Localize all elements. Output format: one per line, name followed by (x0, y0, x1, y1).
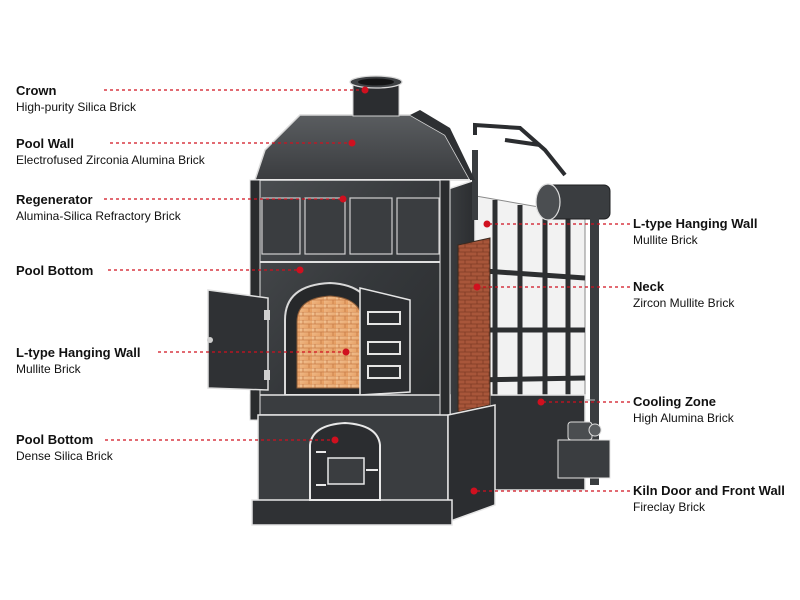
open-door (207, 289, 270, 391)
marker-dot-regenerator (339, 195, 347, 203)
label-kiln-door-front-wall: Kiln Door and Front Wall Fireclay Brick (633, 482, 785, 516)
label-material: Fireclay Brick (633, 500, 706, 514)
label-material: Zircon Mullite Brick (633, 296, 735, 310)
label-title: L-type Hanging Wall (633, 216, 758, 231)
marker-dot-cooling-zone (537, 398, 545, 406)
label-title: Pool Wall (16, 136, 75, 151)
cooling-section (469, 122, 611, 491)
roof (253, 75, 475, 181)
label-pool-bottom-lower: Pool Bottom Dense Silica Brick (16, 431, 113, 465)
label-crown: Crown High-purity Silica Brick (16, 82, 136, 116)
label-material: Dense Silica Brick (16, 449, 113, 463)
label-title: Kiln Door and Front Wall (633, 483, 785, 498)
label-material: Mullite Brick (633, 233, 698, 247)
label-regenerator: Regenerator Alumina-Silica Refractory Br… (16, 191, 181, 225)
leader-lines (104, 86, 630, 495)
marker-dot-pool-bottom-lower (331, 436, 339, 444)
marker-dot-l-type-hanging-wall-left (342, 348, 350, 356)
front-body (249, 179, 451, 421)
marker-dot-pool-bottom-upper (296, 266, 304, 274)
marker-dot-crown (361, 86, 369, 94)
label-l-type-hanging-wall-left: L-type Hanging Wall Mullite Brick (16, 344, 140, 378)
marker-dot-neck (473, 283, 481, 291)
label-title: Crown (16, 83, 57, 98)
label-material: High-purity Silica Brick (16, 100, 137, 114)
label-material: Electrofused Zirconia Alumina Brick (16, 153, 205, 167)
label-title: Pool Bottom (16, 263, 94, 278)
label-material: Alumina-Silica Refractory Brick (16, 209, 181, 223)
marker-dot-pool-wall (348, 139, 356, 147)
label-l-type-hanging-wall-right: L-type Hanging Wall Mullite Brick (633, 215, 757, 249)
label-pool-bottom-upper: Pool Bottom (16, 262, 93, 279)
label-title: Cooling Zone (633, 394, 717, 409)
plinth (251, 404, 496, 526)
label-title: Neck (633, 279, 665, 294)
label-title: L-type Hanging Wall (16, 345, 141, 360)
label-neck: Neck Zircon Mullite Brick (633, 278, 734, 312)
marker-dot-l-type-hanging-wall-right (483, 220, 491, 228)
label-cooling-zone: Cooling Zone High Alumina Brick (633, 393, 734, 427)
label-title: Regenerator (16, 192, 93, 207)
label-title: Pool Bottom (16, 432, 94, 447)
label-pool-wall: Pool Wall Electrofused Zirconia Alumina … (16, 135, 205, 169)
label-material: High Alumina Brick (633, 411, 734, 425)
marker-dot-kiln-door-front-wall (470, 487, 478, 495)
label-material: Mullite Brick (16, 362, 81, 376)
